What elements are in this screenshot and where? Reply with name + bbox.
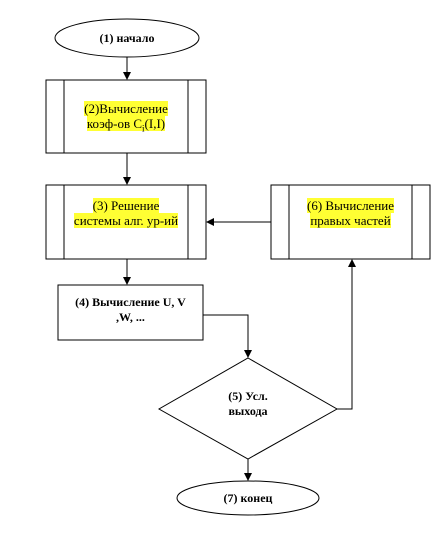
rhs-label-line1: (6) Вычисление xyxy=(306,198,395,213)
compute-label-line2: ,W, ... xyxy=(116,310,145,324)
rhs-label-line2: правых частей xyxy=(310,213,391,228)
arrow-compute-to-condition xyxy=(203,314,252,358)
compute-label: (4) Вычисление U, V ,W, ... xyxy=(60,290,201,330)
condition-label-line2: выхода xyxy=(228,404,268,418)
end-terminal-shape xyxy=(176,480,320,516)
solve-label-line2: системы алг. ур-ий xyxy=(73,213,179,228)
solve-label-line1: (3) Решение xyxy=(92,198,160,213)
condition-label-line1: (5) Усл. xyxy=(228,389,268,403)
coef-label-line1: (2)Вычисление xyxy=(84,101,168,116)
coef-label-line2: коэф-ов Ci(I,I) xyxy=(86,116,166,134)
compute-process-shape xyxy=(57,284,204,341)
end-label: (7) конец xyxy=(223,490,273,505)
start-label: (1) начало xyxy=(99,30,155,45)
compute-label-line1: (4) Вычисление U, V xyxy=(75,295,186,309)
coef-label: (2)Вычисление коэф-ов Ci(I,I) xyxy=(66,84,186,148)
arrow-condition-to-rhs xyxy=(337,259,356,410)
solve-label: (3) Решение системы алг. ур-ий xyxy=(66,187,186,239)
condition-label: (5) Усл. выхода xyxy=(200,384,296,424)
rhs-label: (6) Вычисление правых частей xyxy=(291,187,410,239)
